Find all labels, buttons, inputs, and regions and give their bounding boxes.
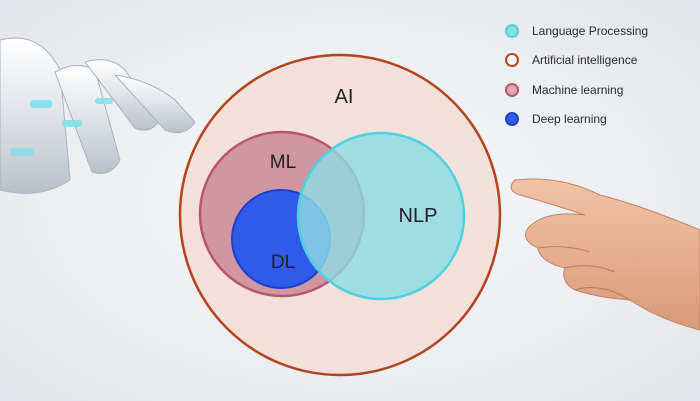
legend-label: Machine learning: [532, 82, 624, 97]
legend-swatch-artificial-intelligence: [505, 53, 519, 68]
legend-swatch-language-processing: [505, 23, 519, 38]
legend-label: Artificial intelligence: [532, 53, 638, 68]
legend-item-deep-learning: Deep learning: [505, 105, 695, 135]
legend-item-language-processing: Language Processing: [505, 16, 695, 46]
robot-hand-illustration: [0, 37, 196, 194]
legend-swatch-machine-learning: [505, 82, 519, 97]
nlp-set-label: NLP: [399, 205, 438, 227]
legend-item-artificial-intelligence: Artificial intelligence: [505, 46, 695, 76]
legend-label: Deep learning: [532, 112, 607, 127]
human-hand-illustration: [510, 178, 700, 331]
ai-set-label: AI: [335, 86, 354, 108]
legend-swatch-deep-learning: [505, 112, 519, 127]
legend: Language Processing Artificial intellige…: [505, 16, 695, 134]
legend-item-machine-learning: Machine learning: [505, 75, 695, 105]
ml-set-label: ML: [270, 152, 296, 173]
nlp-set-circle: [296, 131, 466, 301]
dl-set-label: DL: [271, 252, 295, 273]
legend-label: Language Processing: [532, 23, 649, 38]
